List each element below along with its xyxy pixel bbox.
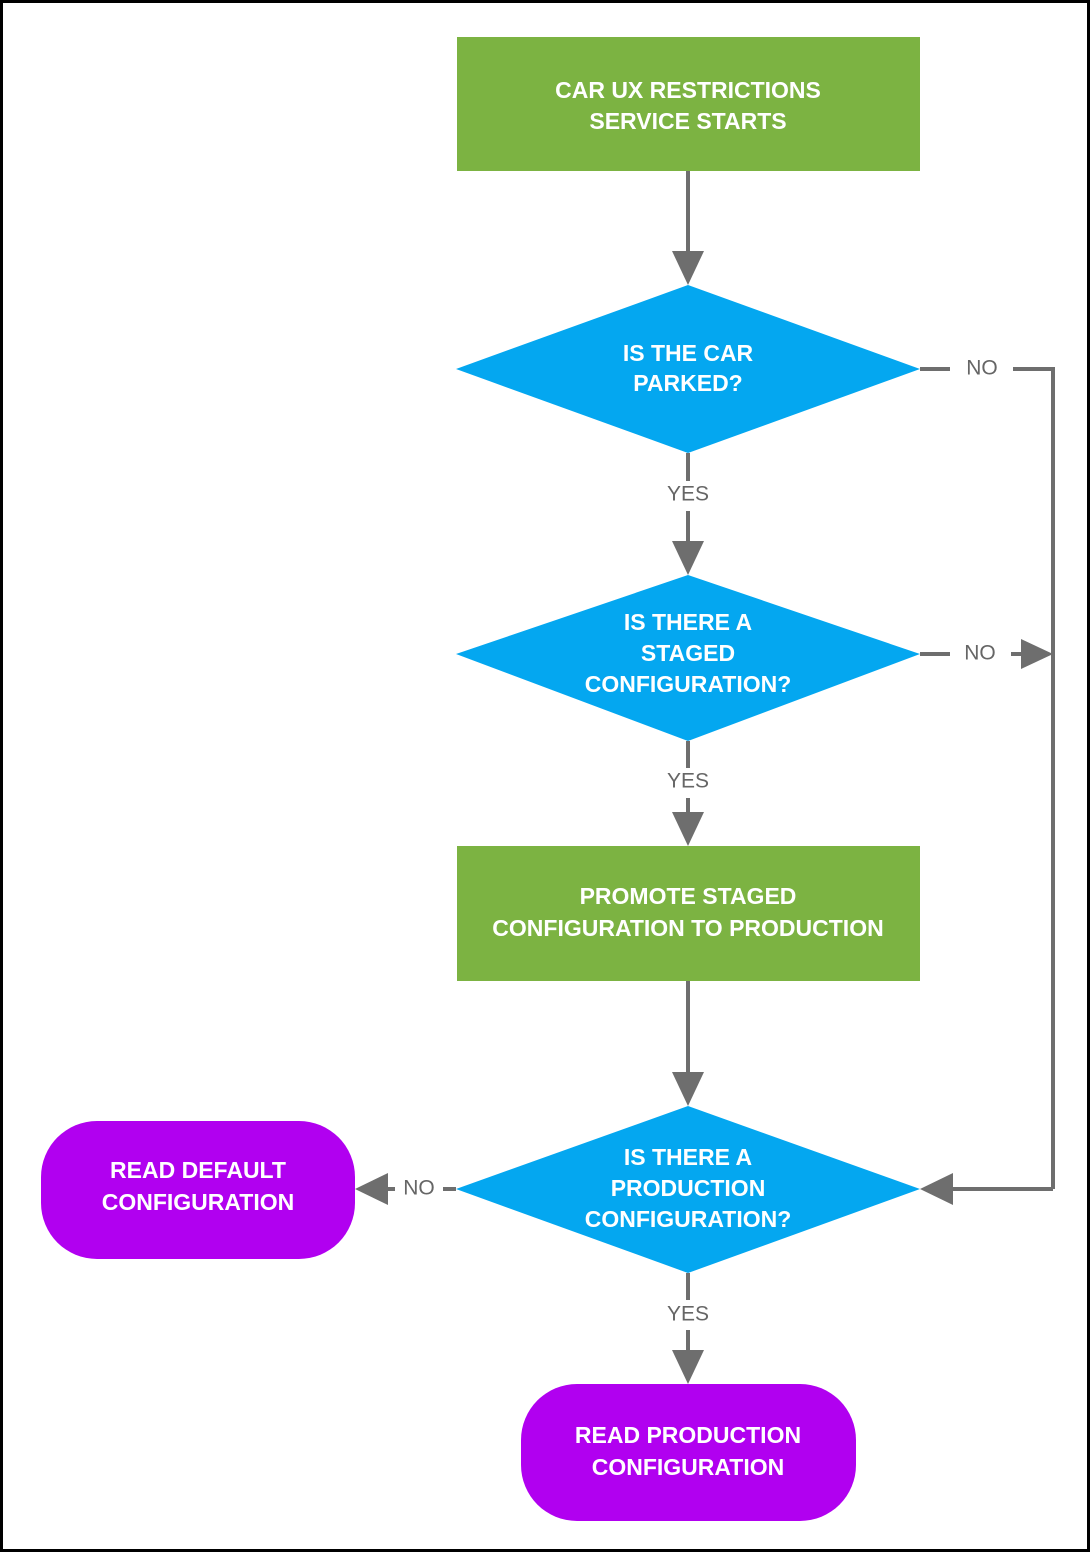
edge-staged-yes bbox=[672, 741, 704, 846]
node-promote-staged-line-0: PROMOTE STAGED bbox=[580, 883, 797, 909]
node-start-line-1: SERVICE STARTS bbox=[589, 108, 786, 134]
node-is-staged-config-line-0: IS THERE A bbox=[624, 609, 752, 635]
node-is-production-config-line-2: CONFIGURATION? bbox=[585, 1206, 792, 1232]
edge-label-staged-no: NO bbox=[964, 642, 996, 665]
edge-rail-to-production-check bbox=[920, 1173, 1053, 1205]
edge-staged-no bbox=[920, 639, 1053, 669]
node-promote-staged-line-1: CONFIGURATION TO PRODUCTION bbox=[492, 915, 883, 941]
node-is-car-parked-line-1: PARKED? bbox=[633, 370, 742, 396]
node-read-production-line-1: CONFIGURATION bbox=[592, 1454, 785, 1480]
node-is-car-parked-line-0: IS THE CAR bbox=[623, 340, 754, 366]
edge-label-parked-no: NO bbox=[966, 357, 998, 380]
edge-start-to-parked bbox=[672, 171, 704, 285]
node-is-staged-config-line-2: CONFIGURATION? bbox=[585, 671, 792, 697]
node-promote-staged[interactable]: PROMOTE STAGED CONFIGURATION TO PRODUCTI… bbox=[457, 846, 920, 981]
node-read-production[interactable]: READ PRODUCTION CONFIGURATION bbox=[521, 1384, 856, 1521]
node-is-car-parked[interactable]: IS THE CAR PARKED? bbox=[456, 285, 920, 453]
edge-parked-yes bbox=[672, 453, 704, 575]
node-is-staged-config[interactable]: IS THERE A STAGED CONFIGURATION? bbox=[456, 575, 920, 741]
node-read-production-line-0: READ PRODUCTION bbox=[575, 1422, 801, 1448]
node-is-production-config[interactable]: IS THERE A PRODUCTION CONFIGURATION? bbox=[456, 1106, 920, 1273]
node-start[interactable]: CAR UX RESTRICTIONS SERVICE STARTS bbox=[457, 37, 920, 171]
edge-label-production-yes: YES bbox=[667, 1303, 709, 1326]
node-is-staged-config-line-1: STAGED bbox=[641, 640, 735, 666]
node-read-default[interactable]: READ DEFAULT CONFIGURATION bbox=[41, 1121, 355, 1259]
edge-label-staged-yes: YES bbox=[667, 770, 709, 793]
node-is-production-config-line-1: PRODUCTION bbox=[611, 1175, 766, 1201]
edge-parked-no bbox=[920, 367, 1055, 1189]
edge-label-production-no: NO bbox=[403, 1177, 435, 1200]
edge-promote-to-production-check bbox=[672, 981, 704, 1106]
node-read-default-line-0: READ DEFAULT bbox=[110, 1157, 286, 1183]
node-is-production-config-line-0: IS THERE A bbox=[624, 1144, 752, 1170]
edge-production-no bbox=[355, 1173, 456, 1205]
edge-production-yes bbox=[672, 1273, 704, 1384]
node-read-default-line-1: CONFIGURATION bbox=[102, 1189, 295, 1215]
flowchart-svg: CAR UX RESTRICTIONS SERVICE STARTS IS TH… bbox=[41, 37, 1055, 1521]
node-start-line-0: CAR UX RESTRICTIONS bbox=[555, 77, 821, 103]
edge-label-parked-yes: YES bbox=[667, 483, 709, 506]
